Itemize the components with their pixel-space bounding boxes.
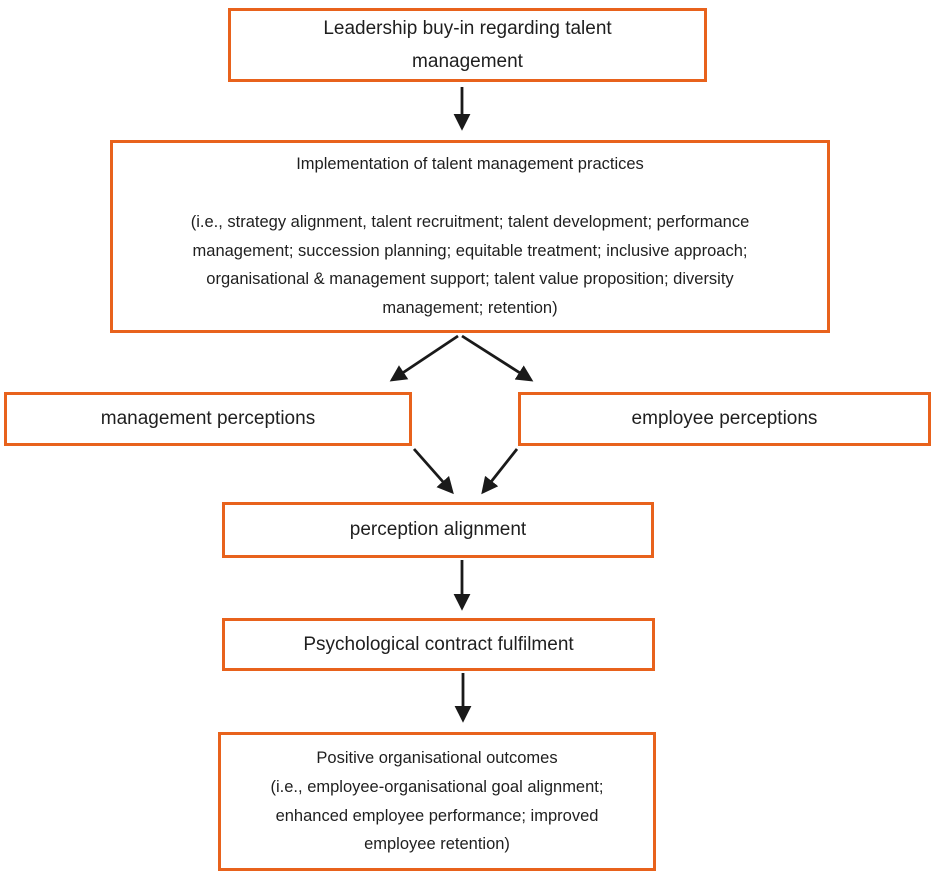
node-employee-perceptions-label: employee perceptions — [631, 408, 818, 430]
node-implementation-title: Implementation of talent management prac… — [296, 154, 644, 173]
node-management-perceptions-label: management perceptions — [100, 408, 316, 430]
node-management-perceptions: management perceptions — [4, 392, 412, 446]
node-employee-perceptions: employee perceptions — [518, 392, 931, 446]
node-perception-alignment: perception alignment — [222, 502, 654, 558]
arrow-employee-perceptions-to-alignment — [481, 448, 519, 495]
node-implementation-practices: Implementation of talent management prac… — [110, 140, 830, 333]
node-outcomes-title: Positive organisational outcomes — [316, 748, 558, 767]
node-psychological-contract-fulfilment: Psychological contract fulfilment — [222, 618, 655, 671]
node-implementation-detail: (i.e., strategy alignment, talent recrui… — [190, 212, 750, 318]
node-positive-organisational-outcomes: Positive organisational outcomes (i.e., … — [218, 732, 656, 871]
arrow-implementation-to-management-perceptions — [389, 334, 459, 382]
node-leadership-buy-in-label: Leadership buy-in regarding talent manag… — [323, 17, 612, 72]
node-psychological-contract-label: Psychological contract fulfilment — [303, 633, 574, 655]
node-leadership-buy-in: Leadership buy-in regarding talent manag… — [228, 8, 707, 82]
node-perception-alignment-label: perception alignment — [349, 519, 527, 541]
arrow-implementation-to-employee-perceptions — [461, 334, 534, 382]
node-outcomes-detail: (i.e., employee-organisational goal alig… — [270, 777, 604, 854]
arrow-management-perceptions-to-alignment — [412, 448, 454, 495]
